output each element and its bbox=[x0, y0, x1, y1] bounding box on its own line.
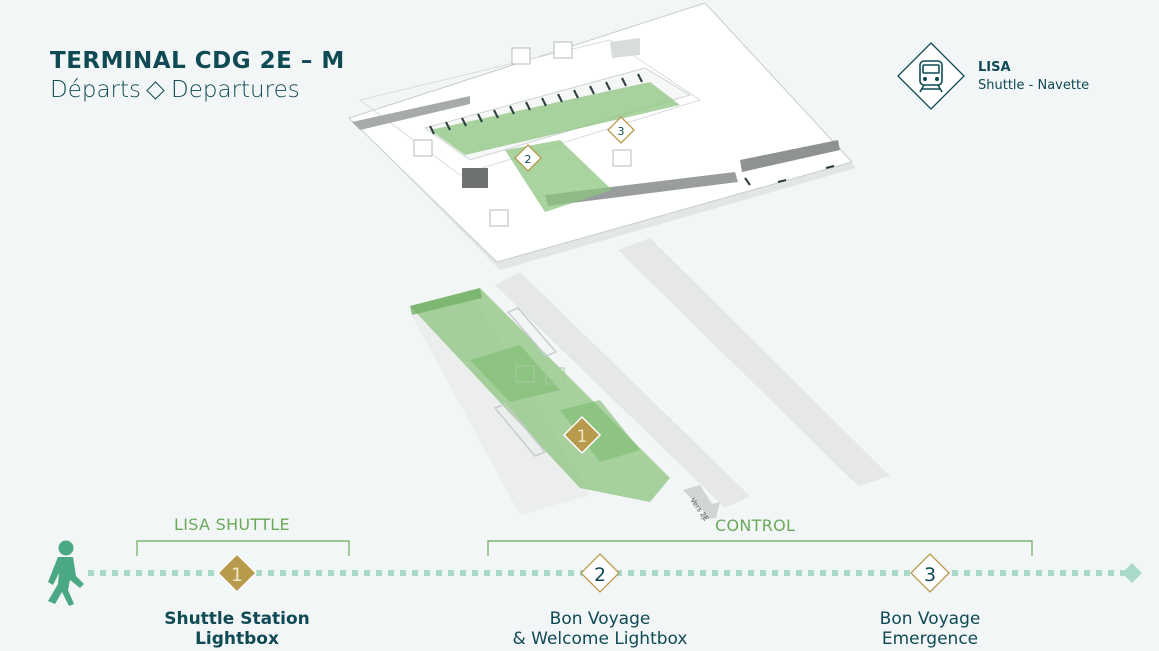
train-icon bbox=[919, 60, 943, 93]
timeline-step-3-number: 3 bbox=[924, 564, 936, 586]
timeline: 1 2 3 bbox=[48, 540, 1142, 606]
gate-markers bbox=[429, 73, 835, 186]
map-marker-3-number: 3 bbox=[618, 125, 625, 138]
timeline-step-1-marker: 1 bbox=[216, 552, 258, 594]
pedestrian-icon bbox=[48, 540, 84, 606]
step-2-line-2: & Welcome Lightbox bbox=[512, 629, 688, 649]
page-title: TERMINAL CDG 2E – M bbox=[50, 48, 345, 74]
bracket-lisa-shuttle bbox=[136, 540, 350, 556]
escalator-icons bbox=[413, 41, 632, 227]
group-label-lisa-shuttle: LISA SHUTTLE bbox=[174, 515, 290, 534]
map-marker-1-number: 1 bbox=[577, 427, 588, 447]
platform-edges bbox=[493, 307, 558, 457]
step-1-line-2: Lightbox bbox=[195, 629, 279, 649]
elevator-block bbox=[462, 168, 488, 188]
bracket-control bbox=[487, 540, 1033, 556]
page-subtitle: Départs Departures bbox=[50, 77, 300, 103]
map-marker-2: 2 bbox=[514, 144, 542, 172]
lower-escalator-icons bbox=[515, 365, 565, 385]
timeline-step-3-marker: 3 bbox=[910, 553, 950, 593]
shuttle-station-highlight bbox=[410, 288, 670, 502]
step-1-label: Shuttle Station Lightbox bbox=[117, 609, 357, 649]
lisa-badge bbox=[897, 42, 965, 110]
step-3-line-1: Bon Voyage bbox=[879, 609, 981, 629]
timeline-step-2-number: 2 bbox=[594, 564, 606, 586]
subtitle-french: Départs bbox=[50, 77, 142, 103]
subtitle-english: Departures bbox=[171, 77, 300, 103]
step-2-label: Bon Voyage & Welcome Lightbox bbox=[480, 609, 720, 649]
upper-level-building bbox=[348, 2, 856, 270]
step-2-line-1: Bon Voyage bbox=[549, 609, 651, 629]
step-1-line-1: Shuttle Station bbox=[164, 609, 310, 629]
map-marker-3: 3 bbox=[607, 116, 635, 144]
map-marker-1: 1 bbox=[562, 415, 602, 455]
timeline-step-2-marker: 2 bbox=[580, 553, 620, 593]
step-3-label: Bon Voyage Emergence bbox=[810, 609, 1050, 649]
step-3-line-2: Emergence bbox=[881, 629, 979, 649]
legend-title: LISA bbox=[978, 60, 1011, 75]
timeline-step-1-number: 1 bbox=[231, 564, 243, 586]
group-label-control: CONTROL bbox=[715, 516, 796, 535]
legend-subtitle: Shuttle - Navette bbox=[978, 78, 1090, 93]
map-marker-2-number: 2 bbox=[525, 153, 532, 166]
timeline-end-diamond bbox=[1122, 563, 1142, 583]
